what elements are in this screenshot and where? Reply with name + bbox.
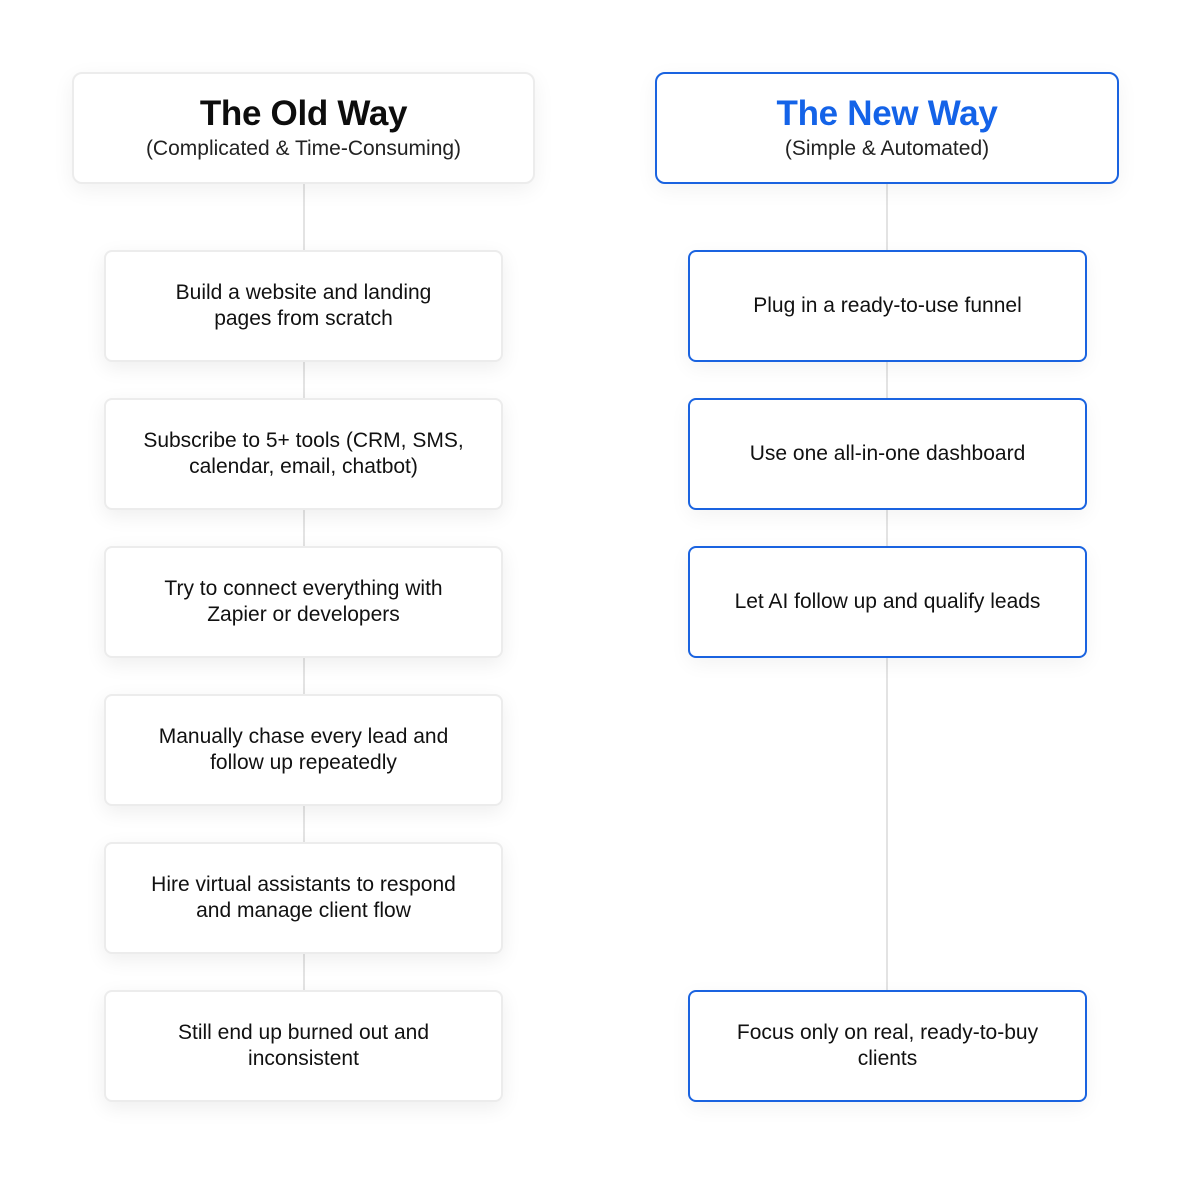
- new-way-step-text: Let AI follow up and qualify leads: [734, 590, 1041, 613]
- new-way-connector: [886, 509, 888, 547]
- old-way-connector: [303, 805, 305, 843]
- new-way-step-text: Use one all-in-one dashboard: [749, 442, 1026, 465]
- new-way-subtitle: (Simple & Automated): [784, 137, 990, 160]
- old-way-step-text: Hire virtual assistants to respond and m…: [151, 873, 456, 922]
- new-way-step: Let AI follow up and qualify leads: [688, 546, 1087, 658]
- old-way-step: Hire virtual assistants to respond and m…: [104, 842, 503, 954]
- new-way-connector: [886, 657, 888, 991]
- old-way-step-text: Try to connect everything with Zapier or…: [164, 577, 443, 626]
- old-way-step: Still end up burned out and inconsistent: [104, 990, 503, 1102]
- old-way-step-text: Build a website and landing pages from s…: [175, 281, 432, 330]
- old-way-connector: [303, 953, 305, 991]
- new-way-connector: [886, 183, 888, 251]
- new-way-header: The New Way (Simple & Automated): [655, 72, 1119, 184]
- old-way-connector: [303, 657, 305, 695]
- old-way-step: Try to connect everything with Zapier or…: [104, 546, 503, 658]
- new-way-step-text: Plug in a ready-to-use funnel: [753, 294, 1022, 317]
- old-way-step: Build a website and landing pages from s…: [104, 250, 503, 362]
- old-way-step-text: Manually chase every lead and follow up …: [158, 725, 449, 774]
- old-way-step-text: Subscribe to 5+ tools (CRM, SMS, calenda…: [143, 429, 464, 478]
- old-way-step-text: Still end up burned out and inconsistent: [177, 1021, 430, 1070]
- old-way-connector: [303, 509, 305, 547]
- old-way-title: The Old Way: [199, 94, 408, 133]
- new-way-step: Focus only on real, ready-to-buy clients: [688, 990, 1087, 1102]
- new-way-title: The New Way: [776, 94, 998, 133]
- old-way-step: Manually chase every lead and follow up …: [104, 694, 503, 806]
- old-way-connector: [303, 361, 305, 399]
- old-way-step: Subscribe to 5+ tools (CRM, SMS, calenda…: [104, 398, 503, 510]
- new-way-connector: [886, 361, 888, 399]
- old-way-subtitle: (Complicated & Time-Consuming): [145, 137, 462, 160]
- new-way-step: Plug in a ready-to-use funnel: [688, 250, 1087, 362]
- old-way-connector: [303, 183, 305, 251]
- new-way-step: Use one all-in-one dashboard: [688, 398, 1087, 510]
- old-way-header: The Old Way (Complicated & Time-Consumin…: [72, 72, 535, 184]
- new-way-step-text: Focus only on real, ready-to-buy clients: [736, 1021, 1039, 1070]
